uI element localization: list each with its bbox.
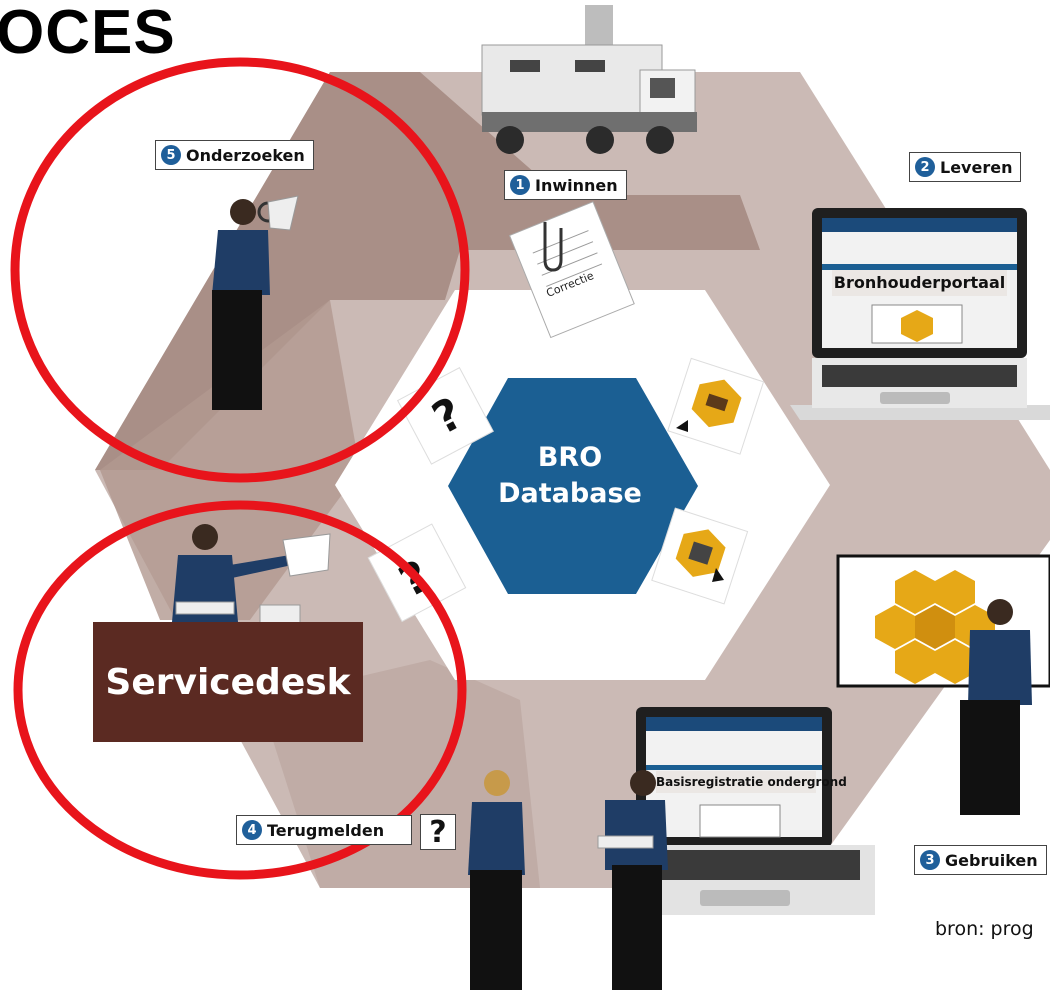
laptop-icon xyxy=(790,208,1050,420)
step-onderzoeken: 5 Onderzoeken xyxy=(155,140,314,170)
person-terugmelden xyxy=(468,770,525,990)
bro-hexagon xyxy=(448,378,698,594)
person-laptop-user xyxy=(597,770,668,990)
paperclip-icon xyxy=(543,222,563,272)
bro-database-label: BRO Database xyxy=(470,440,670,512)
basisregistratie-title: Basisregistratie ondergrond xyxy=(656,771,847,793)
step-number-badge: 2 xyxy=(915,157,935,177)
data-card-top-right xyxy=(667,357,765,455)
ring-dark-band xyxy=(95,72,760,470)
step-number-badge: 5 xyxy=(161,145,181,165)
database-label: Database xyxy=(498,478,642,509)
bro-label: BRO xyxy=(537,442,603,473)
truck-icon xyxy=(481,5,697,154)
step-inwinnen: 1 Inwinnen xyxy=(504,170,627,200)
step-terugmelden: 4 Terugmelden xyxy=(236,815,412,845)
step-leveren: 2 Leveren xyxy=(909,152,1022,182)
step-number-badge: 1 xyxy=(510,175,530,195)
step-label-text: Leveren xyxy=(940,157,1013,177)
source-credit: bron: prog xyxy=(935,918,1034,940)
step-number-badge: 3 xyxy=(920,850,940,870)
step-number-badge: 4 xyxy=(242,820,262,840)
person-researcher xyxy=(212,195,299,410)
person-gebruiker xyxy=(960,599,1032,815)
step-label-text: Onderzoeken xyxy=(186,145,305,165)
step-label-text: Inwinnen xyxy=(535,175,618,195)
bronhouderportaal-title: Bronhouderportaal xyxy=(832,270,1007,296)
arrow-icon xyxy=(676,420,688,432)
highlight-circle-servicedesk xyxy=(13,500,467,880)
question-card-icon: ? xyxy=(420,814,456,850)
highlight-circle-onderzoeken xyxy=(10,57,470,483)
step-label-text: Terugmelden xyxy=(267,820,385,840)
servicedesk-sign: Servicedesk xyxy=(93,622,363,742)
page-title: OCES xyxy=(0,0,176,67)
arrow-icon xyxy=(712,568,724,582)
correctie-document xyxy=(508,201,635,339)
step-gebruiken: 3 Gebruiken xyxy=(914,845,1047,875)
step-label-text: Gebruiken xyxy=(945,850,1038,870)
person-servicedesk xyxy=(172,524,331,624)
